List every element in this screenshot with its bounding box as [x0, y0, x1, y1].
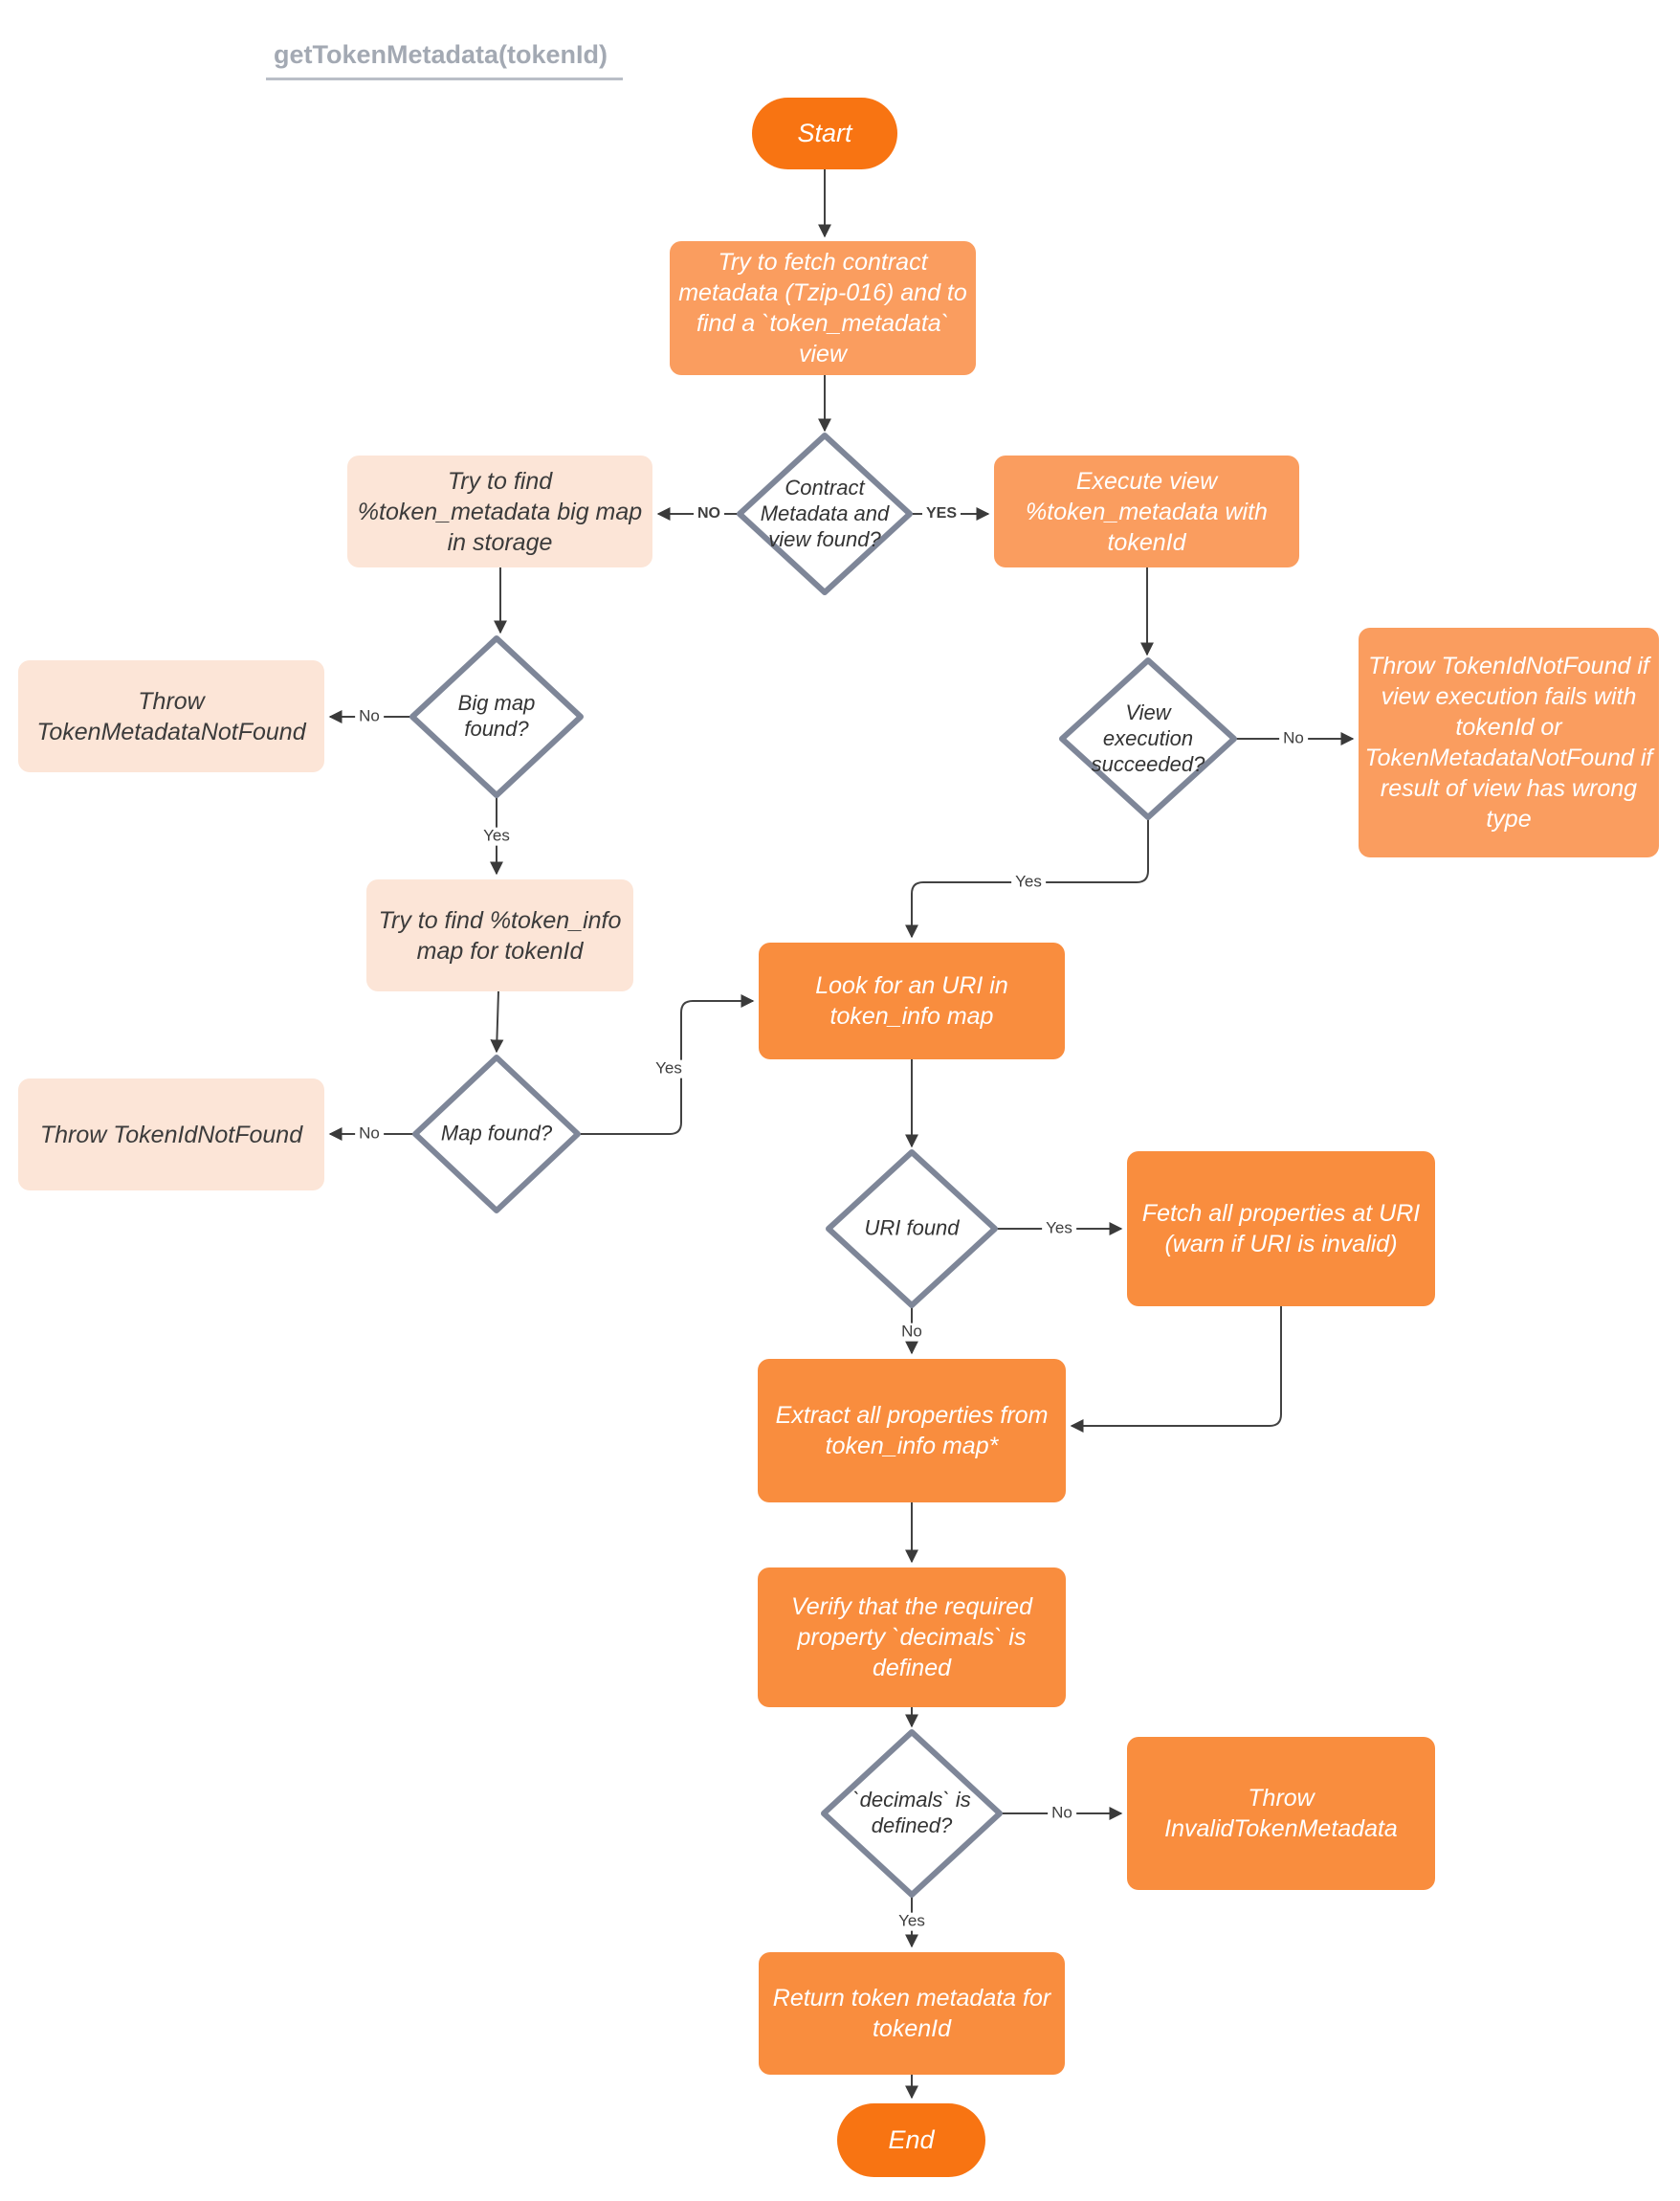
edge-label-d1-yes: YES	[921, 505, 962, 522]
node-find-token-info: Try to find %token_info map for tokenId	[366, 879, 633, 991]
node-throw-view-failure: Throw TokenIdNotFound if view execution …	[1359, 628, 1659, 857]
edge-label-d2-yes: Yes	[479, 827, 514, 846]
node-throw-token-metadata-not-found-label: Throw TokenMetadataNotFound	[36, 687, 306, 745]
node-start-label: Start	[797, 119, 852, 148]
decision-view-succeeded	[1059, 657, 1237, 820]
node-verify-decimals-label: Verify that the required property `decim…	[791, 1593, 1032, 1681]
decision-view-succeeded-label: View execution succeeded?	[1091, 700, 1205, 776]
node-verify-decimals: Verify that the required property `decim…	[758, 1567, 1066, 1707]
edge-fetch-properties-to-extract	[1070, 1306, 1282, 1433]
node-look-for-uri-label: Look for an URI in token_info map	[815, 972, 1008, 1030]
node-find-big-map-label: Try to find %token_metadata big map in s…	[357, 467, 643, 556]
node-extract-properties-label: Extract all properties from token_info m…	[775, 1402, 1049, 1459]
edge-label-d3-no: No	[355, 1124, 384, 1144]
node-throw-invalid-token-metadata-label: Throw InvalidTokenMetadata	[1164, 1785, 1398, 1842]
node-find-token-info-label: Try to find %token_info map for tokenId	[378, 906, 622, 965]
node-execute-view: Execute view %token_metadata with tokenI…	[994, 456, 1299, 567]
node-throw-invalid-token-metadata: Throw InvalidTokenMetadata	[1127, 1737, 1435, 1890]
node-end-label: End	[888, 2125, 935, 2155]
node-fetch-contract-metadata-label: Try to fetch contract metadata (Tzip-016…	[678, 249, 967, 367]
node-fetch-properties-label: Fetch all properties at URI (warn if URI…	[1141, 1200, 1421, 1257]
decision-map-found	[412, 1055, 581, 1213]
node-throw-token-metadata-not-found: Throw TokenMetadataNotFound	[18, 660, 324, 772]
decision-contract-metadata-found	[737, 433, 913, 595]
node-fetch-properties: Fetch all properties at URI (warn if URI…	[1127, 1151, 1435, 1306]
edge-label-d3-yes: Yes	[652, 1059, 686, 1078]
decision-decimals-defined	[821, 1729, 1003, 1898]
node-execute-view-label: Execute view %token_metadata with tokenI…	[1026, 467, 1268, 556]
node-throw-token-id-not-found: Throw TokenIdNotFound	[18, 1078, 324, 1190]
edge-label-d5-yes: Yes	[1042, 1219, 1076, 1238]
edge-label-d4-no: No	[1279, 729, 1308, 748]
edge-label-d5-no: No	[897, 1323, 926, 1342]
node-throw-token-id-not-found-label: Throw TokenIdNotFound	[39, 1121, 303, 1148]
decision-map-found-label: Map found?	[440, 1121, 553, 1145]
decision-uri-found-label: URI found	[864, 1215, 960, 1240]
node-fetch-contract-metadata: Try to fetch contract metadata (Tzip-016…	[670, 241, 976, 375]
edge-label-d6-yes: Yes	[895, 1912, 929, 1931]
node-start: Start	[752, 98, 897, 169]
edge-label-d1-no: NO	[694, 505, 724, 522]
decision-decimals-defined-label: `decimals` is defined?	[852, 1788, 971, 1837]
node-end: End	[837, 2103, 985, 2177]
decision-contract-metadata-found-label: Contract Metadata and view found?	[760, 475, 890, 551]
node-extract-properties: Extract all properties from token_info m…	[758, 1359, 1066, 1502]
decision-big-map-found	[409, 635, 584, 798]
edge-label-d4-yes: Yes	[1011, 873, 1046, 892]
node-return-metadata: Return token metadata for tokenId	[759, 1952, 1065, 2075]
decision-big-map-found-label: Big map found?	[457, 691, 536, 741]
edge-label-d6-no: No	[1048, 1804, 1076, 1823]
page-title: getTokenMetadata(tokenId)	[266, 40, 624, 80]
node-return-metadata-label: Return token metadata for tokenId	[772, 1985, 1051, 2042]
node-look-for-uri: Look for an URI in token_info map	[759, 943, 1065, 1059]
edge-find-token-info-to-d3	[490, 990, 504, 1054]
node-throw-view-failure-label: Throw TokenIdNotFound if view execution …	[1364, 653, 1653, 833]
node-find-big-map: Try to find %token_metadata big map in s…	[347, 456, 652, 567]
edge-label-d2-no: No	[355, 707, 384, 726]
decision-uri-found	[826, 1149, 998, 1308]
